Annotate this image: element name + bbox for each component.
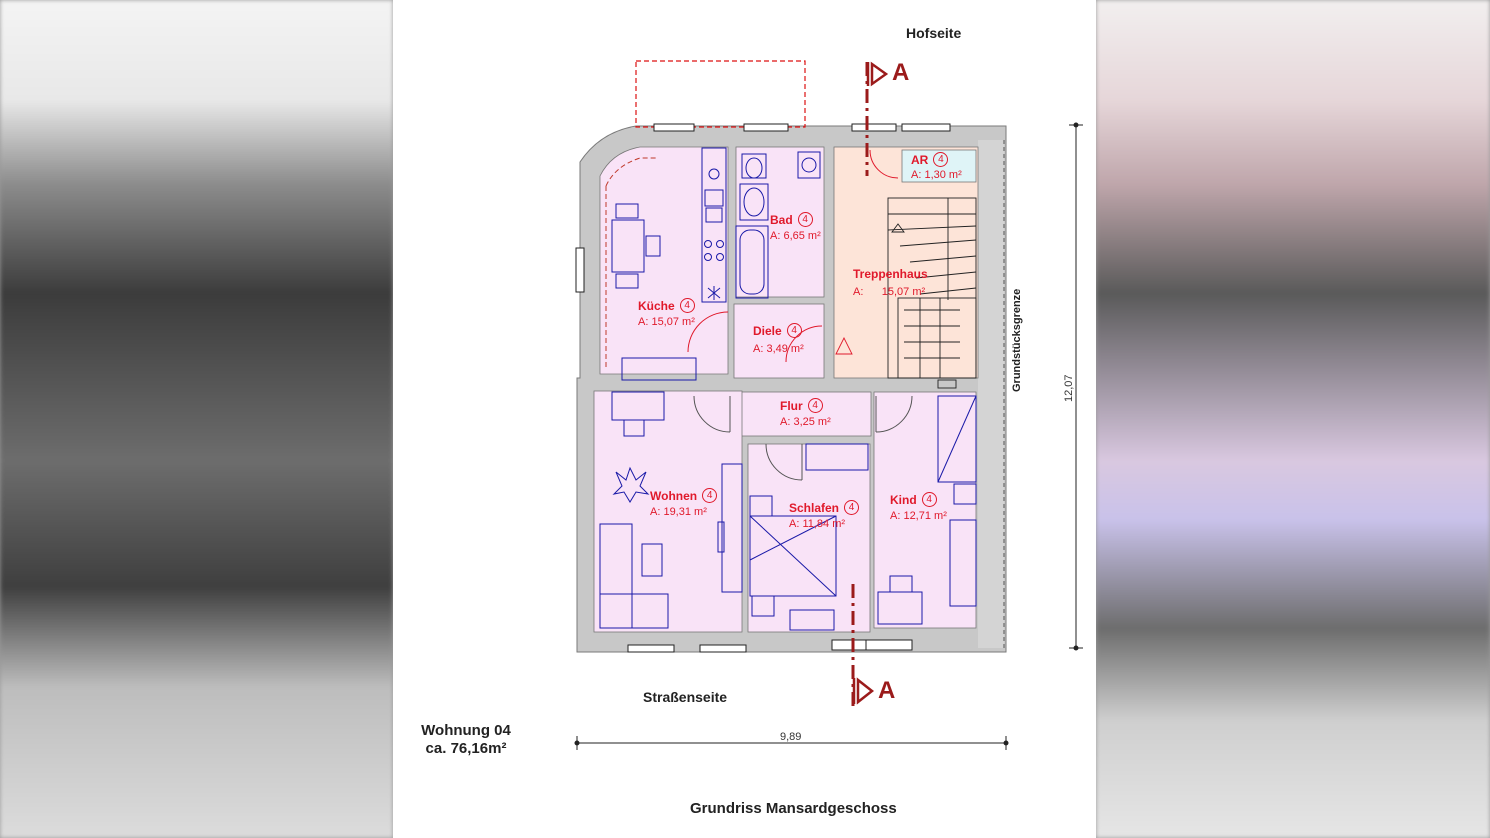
- room-area: A: 3,49 m²: [753, 343, 804, 355]
- section-label-bottom: A: [878, 677, 896, 704]
- door-swings-gray: [693, 395, 913, 481]
- room-number-badge: 4: [702, 488, 718, 504]
- staircase: [835, 197, 977, 389]
- room-fill-diele: [733, 303, 825, 379]
- room-name: AR: [911, 153, 929, 167]
- room-name: Kind: [890, 493, 917, 507]
- orientation-bottom-label: Straßenseite: [643, 689, 728, 705]
- room-number-badge: 4: [844, 500, 860, 516]
- room-number-badge: 4: [797, 212, 813, 228]
- room-area: A: 15,07 m²: [853, 286, 926, 298]
- apartment-name: Wohnung 04: [421, 722, 511, 739]
- apartment-info: Wohnung 04 ca. 76,16m²: [412, 722, 520, 758]
- room-number-badge: 4: [679, 298, 695, 314]
- room-area: A: 19,31 m²: [650, 506, 707, 518]
- room-label-flur: Flur 4 A: 3,25 m²: [780, 398, 831, 428]
- room-number-badge: 4: [921, 492, 937, 508]
- blurred-background-left: [0, 0, 393, 838]
- room-name: Schlafen: [789, 501, 840, 515]
- room-name: Treppenhaus: [853, 267, 928, 281]
- room-area: A: 6,65 m²: [770, 230, 821, 242]
- section-label-top: A: [892, 59, 910, 86]
- dimension-lines: [574, 122, 1083, 750]
- dimension-height: 12,07: [1063, 374, 1075, 402]
- dormer-outline: [635, 60, 806, 128]
- plan-title: Grundriss Mansardgeschoss: [690, 800, 897, 817]
- room-fill-kind: [873, 391, 977, 629]
- room-label-schlafen: Schlafen 4 A: 11,84 m²: [789, 500, 860, 530]
- room-area: A: 11,84 m²: [789, 518, 846, 530]
- room-label-kueche: Küche 4 A: 15,07 m²: [638, 298, 695, 328]
- room-label-wohnen: Wohnen 4 A: 19,31 m²: [650, 488, 718, 518]
- room-area: A: 3,25 m²: [780, 416, 831, 428]
- room-number-badge: 4: [807, 398, 823, 414]
- room-label-ar: AR 4 A: 1,30 m²: [911, 152, 962, 181]
- room-area: A: 15,07 m²: [638, 316, 695, 328]
- room-fill-treppenhaus: [833, 146, 979, 379]
- room-fill-wohnen: [593, 390, 743, 633]
- orientation-top-label: Hofseite: [906, 25, 962, 41]
- furniture: [599, 147, 977, 631]
- dimension-width: 9,89: [780, 731, 802, 743]
- room-label-treppenhaus: Treppenhaus A: 15,07 m²: [853, 266, 928, 298]
- room-area: A: 1,30 m²: [911, 169, 962, 181]
- room-name: Bad: [770, 213, 793, 227]
- apartment-total-area: ca. 76,16m²: [425, 740, 507, 757]
- room-name: Wohnen: [650, 489, 698, 503]
- room-label-bad: Bad 4 A: 6,65 m²: [770, 212, 821, 242]
- room-name: Küche: [638, 299, 675, 313]
- room-area: A: 12,71 m²: [890, 510, 947, 522]
- orientation-right-label: Grundstücksgrenze: [1011, 288, 1023, 392]
- room-number-badge: 4: [786, 323, 802, 339]
- room-name: Diele: [753, 324, 782, 338]
- room-fills: [593, 146, 979, 633]
- section-arrows: [852, 61, 889, 705]
- blurred-background-right: [1096, 0, 1490, 838]
- room-label-kind: Kind 4 A: 12,71 m²: [890, 492, 947, 522]
- room-number-badge: 4: [933, 152, 949, 168]
- room-fill-schlafen: [747, 443, 871, 633]
- room-name: Flur: [780, 399, 803, 413]
- roof-slope-lines: [605, 157, 656, 368]
- room-label-diele: Diele 4 A: 3,49 m²: [753, 323, 804, 355]
